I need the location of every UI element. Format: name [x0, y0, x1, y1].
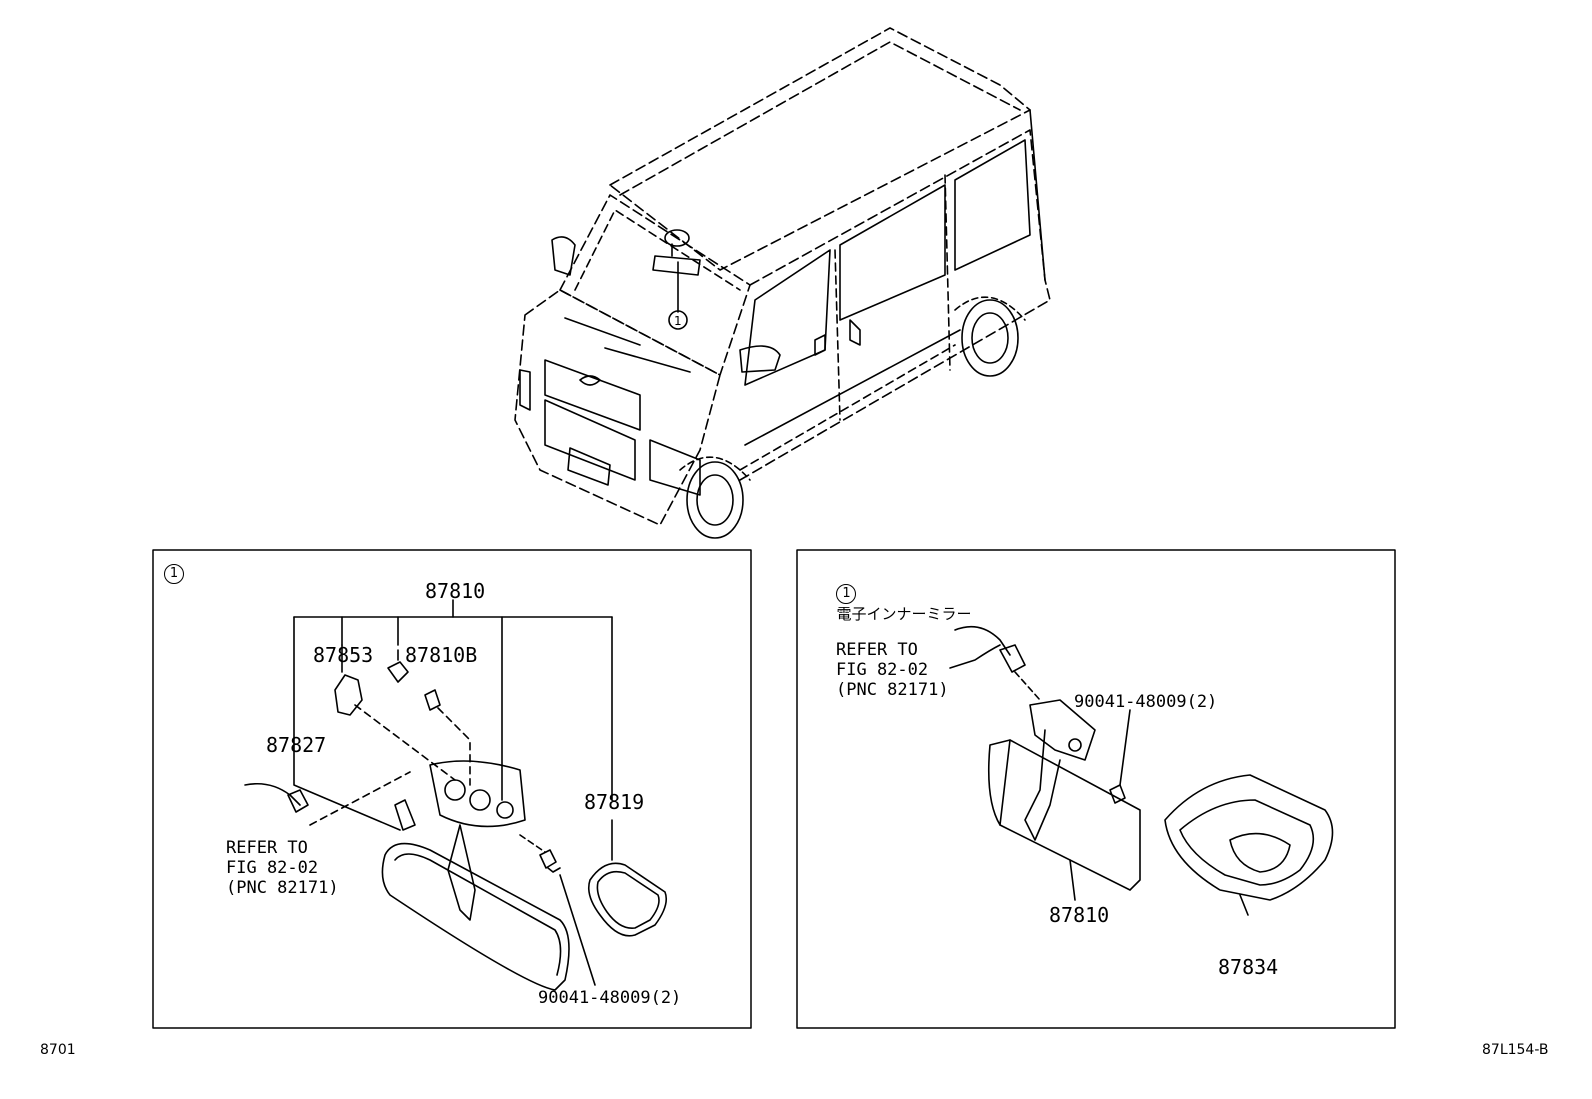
- right-panel-header: 1 電子インナーミラー: [816, 562, 972, 624]
- van-illustration: 1: [514, 27, 1051, 539]
- left-refer-line1: REFER TO: [226, 838, 308, 858]
- label-87827: 87827: [266, 733, 327, 757]
- right-bolt-label: 90041-48009(2): [1074, 692, 1218, 712]
- label-87834: 87834: [1218, 955, 1279, 979]
- footer-left-code: 8701: [40, 1042, 76, 1058]
- left-refer-line2: FIG 82-02: [226, 858, 319, 878]
- left-refer-line3: (PNC 82171): [226, 878, 339, 898]
- label-87810b: 87810B: [405, 643, 478, 667]
- right-panel-title: 電子インナーミラー: [836, 605, 972, 623]
- label-87819: 87819: [584, 790, 645, 814]
- right-refer-line2: FIG 82-02: [836, 660, 929, 680]
- svg-text:1: 1: [674, 314, 682, 328]
- right-refer-line3: (PNC 82171): [836, 680, 949, 700]
- left-detail-panel: [152, 549, 752, 1029]
- footer-right-code: 87L154-B: [1482, 1042, 1549, 1058]
- label-87853: 87853: [313, 643, 374, 667]
- label-87810: 87810: [425, 579, 486, 603]
- left-panel-callout: 1: [164, 562, 184, 584]
- right-refer-line1: REFER TO: [836, 640, 918, 660]
- right-detail-panel: [796, 549, 1396, 1029]
- right-panel-callout: 1: [836, 584, 857, 604]
- left-bolt-label: 90041-48009(2): [538, 988, 682, 1008]
- label-87810-right: 87810: [1049, 903, 1110, 927]
